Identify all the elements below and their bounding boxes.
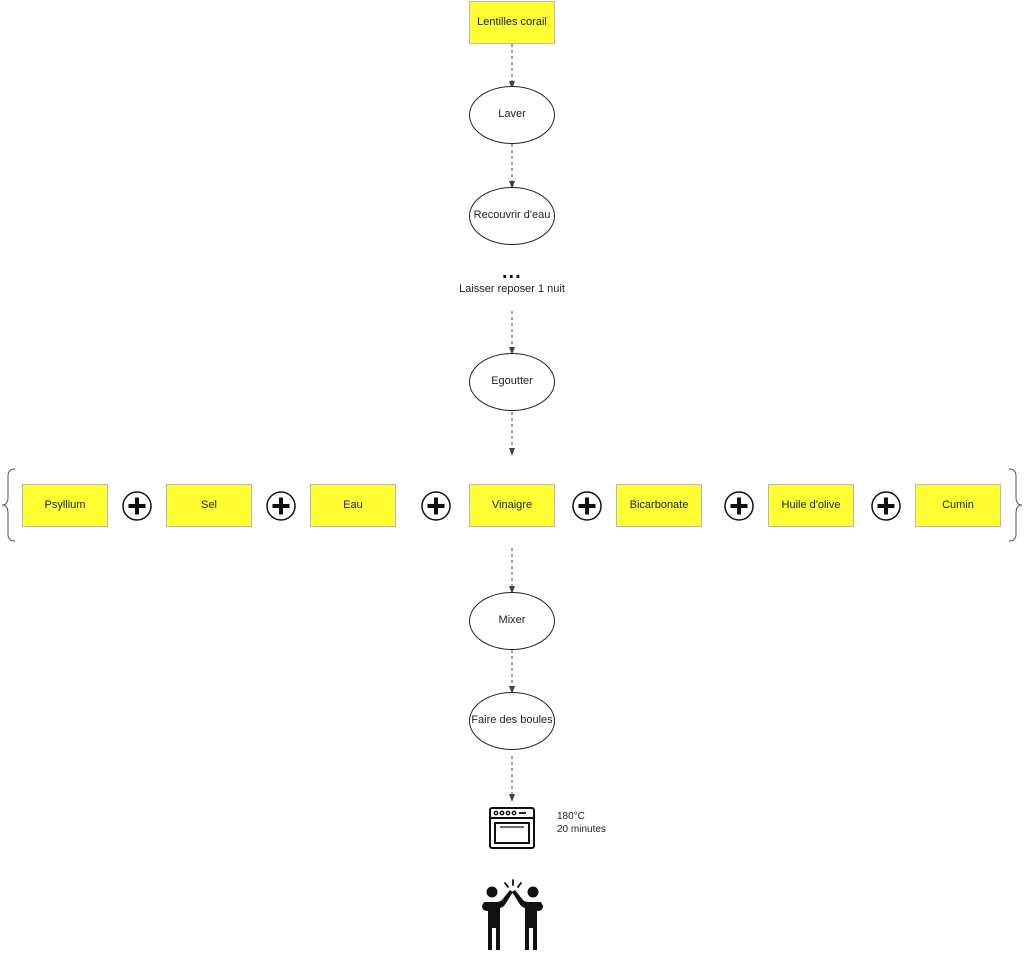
plus-circle-icon [421,491,451,521]
step-laver[interactable]: Laver [469,86,555,144]
ingredient-huile-dolive-label: Huile d'olive [781,498,841,511]
ingredient-huile-dolive[interactable]: Huile d'olive [768,484,854,527]
ingredient-eau[interactable]: Eau [310,484,396,527]
plus-circle-icon [871,491,901,521]
right-curly-brace [1008,468,1023,542]
step-mixer-label: Mixer [498,614,526,627]
plus-circle-icon [572,491,602,521]
step-egoutter-label: Egoutter [491,375,533,388]
left-curly-brace [1,468,16,542]
plus-circle-icon [266,491,296,521]
ingredient-psyllium-label: Psyllium [44,498,86,511]
ingredient-lentilles-corail[interactable]: Lentilles corail [469,1,555,44]
step-faire-des-boules[interactable]: Faire des boules [469,692,555,750]
step-egoutter[interactable]: Egoutter [469,353,555,411]
ingredient-psyllium[interactable]: Psyllium [22,484,108,527]
oven-settings: 180°C 20 minutes [557,811,606,836]
oven-temperature: 180°C [557,811,585,822]
oven-icon[interactable] [488,806,536,850]
ingredient-eau-label: Eau [343,498,363,511]
step-laver-label: Laver [498,108,526,121]
ingredient-cumin-label: Cumin [942,498,974,511]
ingredient-vinaigre-label: Vinaigre [491,498,533,511]
step-faire-des-boules-label: Faire des boules [471,714,553,727]
rest-dots: ... [502,261,522,283]
ingredient-bicarbonate-label: Bicarbonate [629,498,689,511]
high-five-icon [478,878,548,952]
ingredient-bicarbonate[interactable]: Bicarbonate [616,484,702,527]
rest-note: Laisser reposer 1 nuit [459,283,565,295]
ingredient-cumin[interactable]: Cumin [915,484,1001,527]
ingredient-lentilles-corail-label: Lentilles corail [477,15,547,28]
step-recouvrir-deau-label: Recouvrir d'eau [473,209,551,222]
oven-duration: 20 minutes [557,823,606,835]
ingredient-vinaigre[interactable]: Vinaigre [469,484,555,527]
ingredient-sel-label: Sel [201,498,217,511]
step-recouvrir-deau[interactable]: Recouvrir d'eau [469,187,555,245]
ingredient-sel[interactable]: Sel [166,484,252,527]
step-mixer[interactable]: Mixer [469,592,555,650]
plus-circle-icon [122,491,152,521]
plus-circle-icon [724,491,754,521]
